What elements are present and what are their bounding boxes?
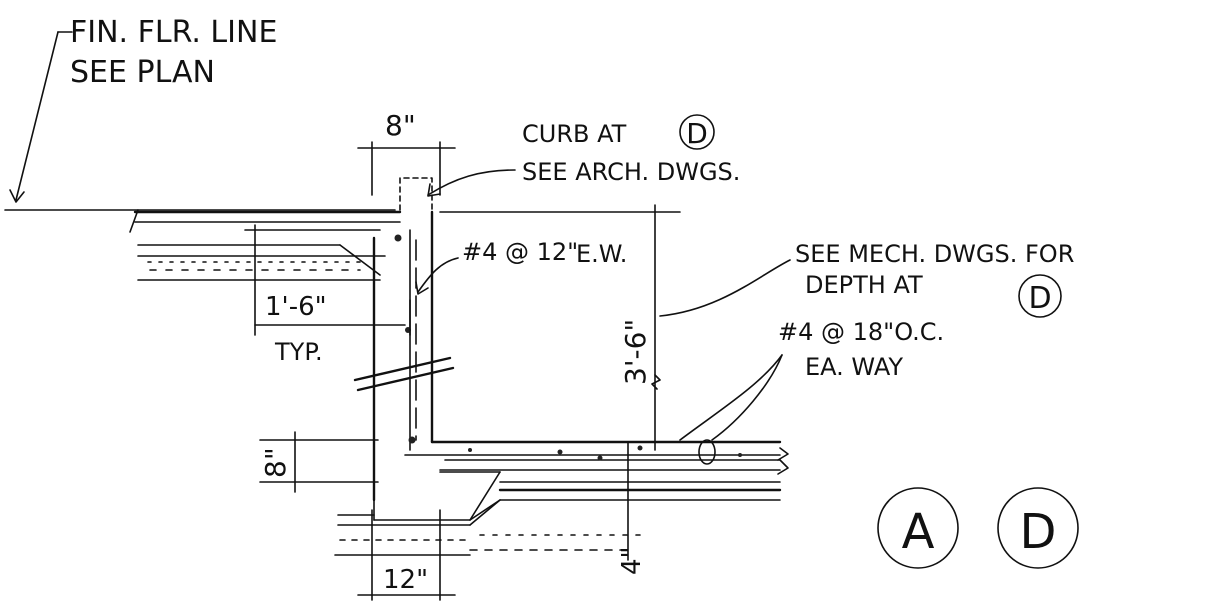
bubble-d-label: D bbox=[1020, 504, 1057, 560]
mech-ref-label: D bbox=[1028, 281, 1051, 316]
slab-rebar-note-2: EA. WAY bbox=[805, 353, 903, 381]
slab-rebar-note-1: #4 @ 18"O.C. bbox=[778, 318, 944, 346]
bubble-a bbox=[877, 487, 959, 569]
base-slab-label: 4" bbox=[617, 546, 647, 575]
curb-outline bbox=[399, 177, 433, 211]
see-mech-note-1: SEE MECH. DWGS. FOR bbox=[795, 240, 1074, 268]
curb-width-dimension bbox=[357, 141, 456, 196]
lap-dimension bbox=[254, 224, 411, 336]
curb-ref-bubble bbox=[679, 114, 715, 150]
lap-label: 1'-6" bbox=[265, 292, 327, 322]
pit-depth-dimension bbox=[439, 204, 681, 451]
bubble-d bbox=[997, 487, 1079, 569]
slab-rebar-leader-1 bbox=[679, 354, 783, 441]
pit-depth-label: 3'-6" bbox=[619, 319, 652, 385]
wall-footing-label: 12" bbox=[383, 565, 428, 595]
curb-width-label: 8" bbox=[385, 109, 416, 142]
wall-footing-dimension bbox=[357, 509, 456, 601]
bubble-a-label: A bbox=[902, 504, 935, 560]
upper-slab bbox=[129, 209, 402, 281]
see-arch-note: SEE ARCH. DWGS. bbox=[522, 158, 740, 186]
wall-rebar-note: #4 @ 12" bbox=[462, 238, 578, 266]
fin-flr-line-note: FIN. FLR. LINE bbox=[70, 15, 277, 50]
curb-ref-label: D bbox=[686, 117, 708, 150]
see-mech-note-2: DEPTH AT bbox=[805, 271, 923, 299]
slab-rebar-leader-2 bbox=[711, 354, 783, 441]
mech-ref-bubble bbox=[1018, 274, 1062, 318]
wall-rebar-leader bbox=[417, 257, 459, 293]
curb-leader bbox=[427, 169, 516, 196]
pit-wall bbox=[353, 210, 455, 521]
mech-leader bbox=[659, 259, 791, 317]
see-plan-note: SEE PLAN bbox=[70, 55, 215, 90]
slab-thickness-label: 8" bbox=[259, 447, 292, 478]
curb-at-note: CURB AT bbox=[522, 120, 627, 148]
finish-floor-line bbox=[4, 31, 396, 211]
lap-typ-label: TYP. bbox=[274, 338, 323, 366]
pit-slab bbox=[334, 440, 789, 556]
slab-thickness-dimension bbox=[259, 431, 379, 493]
wall-rebar-ew: E.W. bbox=[576, 240, 627, 268]
